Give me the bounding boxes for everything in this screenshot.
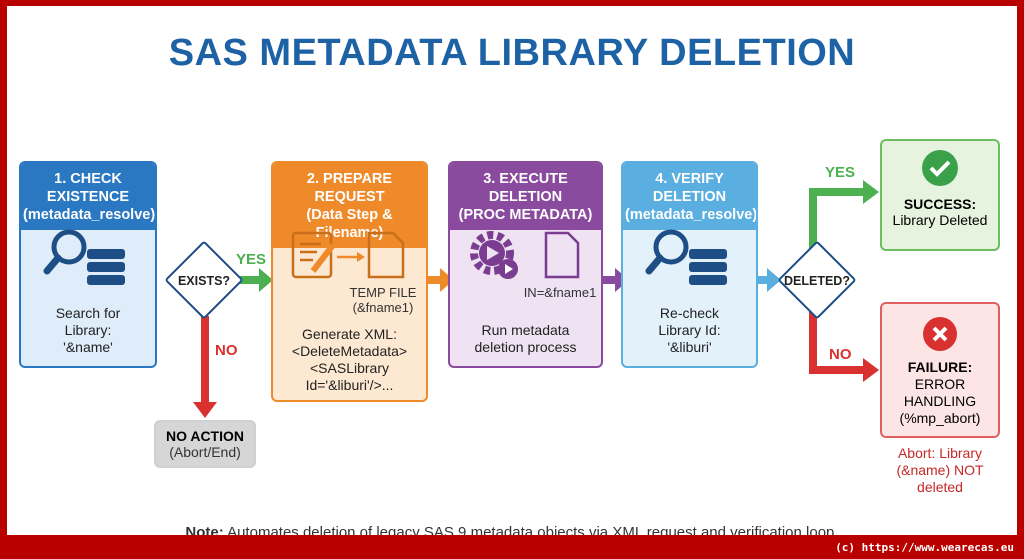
step-text: '&name' xyxy=(63,339,113,355)
arrow-4-to-deleted xyxy=(757,268,781,292)
step-subtitle: (Data Step & Filename) xyxy=(306,207,393,241)
arrow-yes-to-success xyxy=(809,180,879,251)
connectors xyxy=(135,180,879,418)
step-text: Id='&liburi'/>... xyxy=(305,377,394,393)
step-text: Re-check xyxy=(659,305,720,321)
no-label: NO xyxy=(215,342,238,359)
abort-text: (&name) NOT xyxy=(896,462,984,478)
no-action-text: (Abort/End) xyxy=(169,444,241,460)
step-check-existence: 1. CHECK EXISTENCE (metadata_resolve) Sea… xyxy=(19,161,157,368)
no-label: NO xyxy=(829,346,852,363)
step-subtitle: (metadata_resolve) xyxy=(625,207,758,223)
step-prepare-request: 2. PREPARE REQUEST(Data Step & Filename)… xyxy=(271,161,428,402)
failure-text: (%mp_abort) xyxy=(899,410,981,426)
failure-text: HANDLING xyxy=(903,393,977,409)
step-text: Library Id: xyxy=(658,322,721,338)
step-title: 3. EXECUTE DELETION xyxy=(483,171,568,205)
step-subtitle: (metadata_resolve) xyxy=(23,207,156,223)
footer-copyright: (c) https://www.wearecas.eu xyxy=(835,541,1014,554)
step-text: Library: xyxy=(64,322,112,338)
step-subtitle: (PROC METADATA) xyxy=(458,207,593,223)
arrow-no-to-noaction xyxy=(193,316,217,418)
yes-label: YES xyxy=(236,251,267,268)
step-text: <DeleteMetadata> xyxy=(291,343,408,359)
check-circle-icon xyxy=(922,150,958,186)
step-title: 4. VERIFY DELETION xyxy=(652,171,727,205)
step-title: 2. PREPARE REQUEST xyxy=(306,171,393,205)
search-database-icon xyxy=(43,229,125,285)
step-text: '&liburi' xyxy=(667,339,712,355)
arrow-2-to-3 xyxy=(427,268,454,292)
step-title: 1. CHECK EXISTENCE xyxy=(46,171,130,205)
abort-text: Abort: Library xyxy=(897,445,983,461)
success-text: Library Deleted xyxy=(892,212,988,228)
file-label: IN=&fname1 xyxy=(523,285,597,300)
step-text: Run metadata xyxy=(481,322,570,338)
success-title: SUCCESS: xyxy=(903,196,977,212)
arrow-yes-to-2 xyxy=(239,268,273,292)
error-x-icon xyxy=(923,317,957,351)
page-title: SAS METADATA LIBRARY DELETION xyxy=(168,32,856,74)
step-text: Search for xyxy=(55,305,121,321)
diagram-canvas: SAS METADATA LIBRARY DELETION 1. CHECK E… xyxy=(7,6,1017,535)
arrow-no-to-failure xyxy=(809,311,879,382)
edit-document-icon xyxy=(291,231,405,279)
no-action-box: NO ACTION (Abort/End) xyxy=(154,420,256,468)
step-text: Generate XML: xyxy=(302,326,397,342)
step-text: deletion process xyxy=(474,339,577,355)
step-execute-deletion: 3. EXECUTE DELETION (PROC METADATA) IN=&f… xyxy=(448,161,603,368)
yes-label: YES xyxy=(825,164,856,181)
decision-label: EXISTS? xyxy=(177,274,231,288)
search-database-icon xyxy=(645,229,727,285)
success-box: SUCCESS: Library Deleted xyxy=(880,139,1000,251)
gear-play-icon xyxy=(470,231,580,279)
failure-text: ERROR xyxy=(914,376,966,392)
file-label: (&fname1) xyxy=(352,300,414,315)
abort-text: deleted xyxy=(917,479,963,495)
step-verify-deletion: 4. VERIFY DELETION (metadata_resolve) Re-… xyxy=(621,161,758,368)
note-text: Automates deletion of legacy SAS 9 metad… xyxy=(223,524,839,535)
step-text: <SASLibrary xyxy=(310,360,389,376)
decision-label: DELETED? xyxy=(784,274,850,288)
note-label: Note: xyxy=(185,524,224,535)
failure-title: FAILURE: xyxy=(907,359,973,375)
file-label: TEMP FILE xyxy=(349,285,417,300)
note: Note: Automates deletion of legacy SAS 9… xyxy=(7,524,1017,535)
no-action-title: NO ACTION xyxy=(165,428,245,444)
